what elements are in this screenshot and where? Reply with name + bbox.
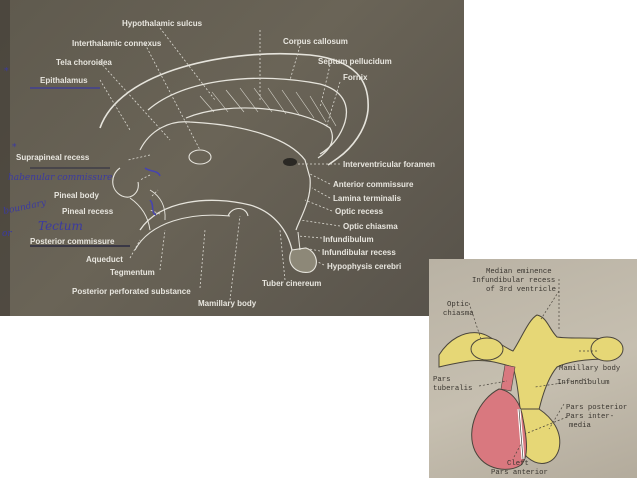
label-pineal-recess: Pineal recess	[62, 207, 114, 216]
label-hypothalamic-sulcus: Hypothalamic sulcus	[122, 19, 203, 28]
label-hypophysis-cerebri: Hypophysis cerebri	[327, 262, 401, 271]
label-mamillary-body: Mamillary body	[198, 299, 257, 308]
label-optic: Optic	[447, 301, 469, 309]
label-tela-choroidea: Tela choroidea	[56, 58, 112, 67]
label-tegmentum: Tegmentum	[110, 268, 155, 277]
label-corpus-callosum: Corpus callosum	[283, 37, 348, 46]
label-median-eminence: Median eminence	[486, 268, 552, 276]
label-interthalamic-connexus: Interthalamic connexus	[72, 39, 162, 48]
label-anterior-commissure: Anterior commissure	[333, 180, 414, 189]
corpus-callosum-shape	[99, 52, 369, 166]
label-fornix: Fornix	[343, 73, 368, 82]
handwritten-habenular: habenular commissure	[8, 173, 112, 183]
handwritten-or: or	[2, 229, 12, 239]
label-posterior-commissure: Posterior commissure	[30, 237, 115, 246]
label-septum-pellucidum: Septum pellucidum	[318, 57, 392, 66]
handwritten-asterisk: *	[4, 67, 9, 77]
optic-chiasma-shape	[470, 337, 504, 361]
label-aqueduct: Aqueduct	[86, 255, 123, 264]
label-infundibular-recess: Infundibular recess	[322, 248, 396, 257]
label-infundibulum-2: Infundibulum	[557, 379, 610, 387]
label-tuberalis: tuberalis	[433, 385, 472, 393]
label-infundibular-recess: Infundibular recess	[472, 277, 555, 285]
hypophysis-photo: Median eminence Infundibular recess of 3…	[429, 259, 637, 478]
label-cleft: Cleft	[507, 460, 529, 468]
midsagittal-brain-photo: Hypothalamic sulcus Interthalamic connex…	[0, 0, 464, 316]
label-optic-chiasma: Optic chiasma	[343, 222, 398, 231]
label-of-3rd-ventricle: of 3rd ventricle	[486, 286, 556, 294]
fornix-hatching	[199, 87, 337, 127]
label-pineal-body: Pineal body	[54, 191, 99, 200]
label-pars-inter: Pars inter-	[566, 413, 614, 421]
handwritten-asterisk-2: *	[12, 143, 17, 153]
label-optic-recess: Optic recess	[335, 207, 384, 216]
label-suprapineal-recess: Suprapineal recess	[16, 153, 90, 162]
label-posterior-perforated-substance: Posterior perforated substance	[72, 287, 191, 296]
label-pars-anterior: Pars anterior	[491, 469, 548, 477]
label-pars: Pars	[433, 376, 451, 384]
label-epithalamus: Epithalamus	[40, 76, 88, 85]
pars-anterior-shape	[471, 388, 527, 470]
label-media: media	[569, 422, 592, 430]
label-infundibulum: Infundibulum	[323, 235, 374, 244]
label-lamina-terminalis: Lamina terminalis	[333, 194, 402, 203]
label-chiasma: chiasma	[443, 310, 474, 318]
mamillary-body-shape	[590, 336, 624, 362]
midsagittal-diagram: Hypothalamic sulcus Interthalamic connex…	[0, 0, 435, 316]
handwritten-tectum: Tectum	[38, 219, 83, 233]
label-pars-posterior: Pars posterior	[566, 404, 627, 412]
hypophysis-diagram: Median eminence Infundibular recess of 3…	[433, 268, 627, 477]
label-tuber-cinereum: Tuber cinereum	[262, 279, 321, 288]
label-interventricular-foramen: Interventricular foramen	[343, 160, 435, 169]
label-mamillary-body-2: Mamillary body	[559, 365, 621, 373]
